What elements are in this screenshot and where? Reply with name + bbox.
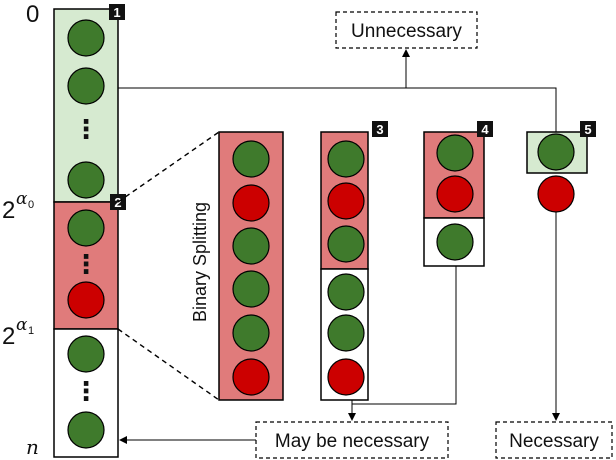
badge-5 — [580, 121, 596, 137]
ball-red — [232, 358, 270, 396]
ball-green — [327, 314, 365, 352]
column-5: 5 — [526, 121, 596, 213]
axis-label-alpha0-subscript: 0 — [28, 199, 34, 211]
ball-green — [327, 225, 365, 263]
necessary-label: Necessary — [509, 431, 599, 452]
unnecessary-label: Unnecessary — [351, 21, 462, 42]
ball-green — [232, 270, 270, 308]
axis-label-alpha0-exponent: α — [16, 189, 28, 209]
badge-1-label: 1 — [113, 5, 120, 20]
ball-green — [232, 314, 270, 352]
axis-labels: 0 2 α 0 2 α 1 n — [2, 1, 39, 459]
column-3: 3 — [320, 121, 388, 401]
axis-label-alpha1-subscript: 1 — [28, 325, 34, 337]
connector-4-to-may-be — [352, 266, 457, 405]
ball-green — [67, 67, 105, 105]
unnecessary-box — [335, 11, 478, 49]
ellipsis-dots: ⋮ — [73, 376, 99, 406]
ball-green — [327, 140, 365, 178]
ball-red — [436, 175, 474, 213]
necessary-box — [495, 421, 613, 459]
may-be-necessary-label: May be necessary — [275, 431, 430, 452]
ball-green — [232, 227, 270, 265]
badge-1 — [109, 4, 125, 20]
ball-red — [232, 184, 270, 222]
axis-label-zero: 0 — [26, 1, 39, 28]
ball-red — [537, 175, 575, 213]
ball-green — [436, 223, 474, 261]
badge-4-label: 4 — [481, 122, 489, 137]
ellipsis-dots: ⋮ — [73, 249, 99, 279]
axis-label-alpha0: 2 — [2, 197, 15, 224]
may-be-necessary-box — [255, 421, 449, 459]
ball-red — [327, 358, 365, 396]
column-4: 4 — [423, 121, 493, 267]
zoom-line-bottom — [117, 328, 220, 401]
ball-green — [436, 134, 474, 172]
ball-green — [537, 133, 575, 171]
zoom-line-top — [117, 131, 220, 203]
axis-label-alpha1-exponent: α — [16, 315, 28, 335]
axis-label-n: n — [26, 435, 39, 459]
badge-2-label: 2 — [114, 195, 121, 210]
ball-red — [67, 281, 105, 319]
binary-splitting-label: Binary Splitting — [190, 202, 210, 322]
ball-green — [67, 411, 105, 449]
ball-green — [67, 335, 105, 373]
axis-label-alpha1: 2 — [2, 323, 15, 350]
ball-green — [232, 140, 270, 178]
ball-green — [67, 209, 105, 247]
ball-green — [327, 273, 365, 311]
badge-4 — [477, 121, 493, 137]
ball-green — [67, 161, 105, 199]
badge-3-label: 3 — [376, 122, 383, 137]
badge-5-label: 5 — [584, 122, 591, 137]
main-column: ⋮ ⋮ ⋮ 1 2 — [53, 4, 126, 458]
ball-green — [67, 19, 105, 57]
ball-red — [327, 182, 365, 220]
connector-1-to-unnecessary — [118, 87, 557, 132]
badge-3 — [372, 121, 388, 137]
ellipsis-dots: ⋮ — [73, 114, 99, 144]
split-column — [218, 131, 284, 401]
